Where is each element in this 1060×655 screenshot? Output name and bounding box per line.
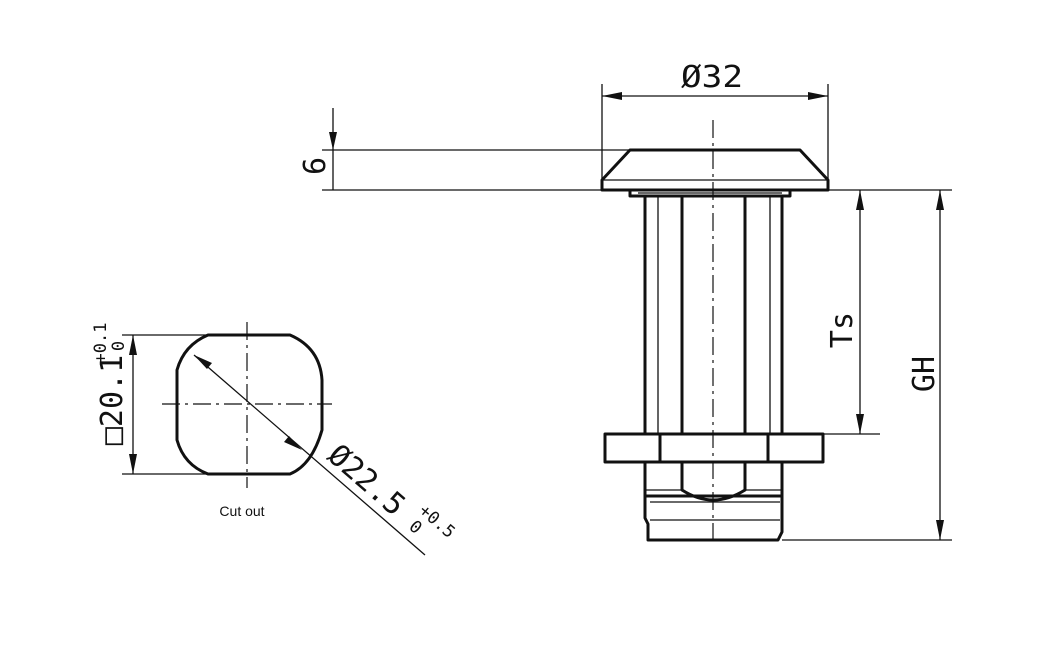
lock-head	[600, 148, 830, 192]
dimension-label-cutout-diameter: Ø22.5	[321, 438, 412, 524]
lock-side-view	[600, 120, 830, 545]
dimension-label-cutout-square: □20.1	[95, 355, 130, 445]
dimension-tol-lower-cutout-diameter: 0	[405, 517, 426, 539]
dimension-cutout-square: □20.1 +0.1 0	[91, 323, 208, 475]
dimension-label-head-height: 6	[298, 157, 333, 175]
dimension-cutout-diameter: Ø22.5 +0.5 0	[321, 438, 459, 543]
dimension-diameter-head: Ø32	[601, 60, 829, 180]
dimension-ts: Ts	[790, 189, 880, 435]
lock-flange	[628, 190, 792, 198]
dimension-label-diameter-head: Ø32	[681, 60, 743, 95]
lock-nut	[603, 432, 825, 464]
dimension-gh: GH	[782, 189, 952, 541]
cutout-shape	[175, 333, 324, 476]
cutout-caption: Cut out	[219, 503, 264, 519]
cutout-view	[162, 322, 426, 556]
dimension-label-ts: Ts	[825, 312, 860, 348]
lock-body	[643, 196, 784, 434]
dimension-label-gh: GH	[907, 356, 942, 392]
lock-tail	[643, 496, 784, 542]
dimension-tol-lower-cutout-square: 0	[109, 341, 129, 351]
dimension-head-height: 6	[298, 108, 630, 191]
dimension-tol-upper-cutout-square: +0.1	[91, 323, 111, 364]
